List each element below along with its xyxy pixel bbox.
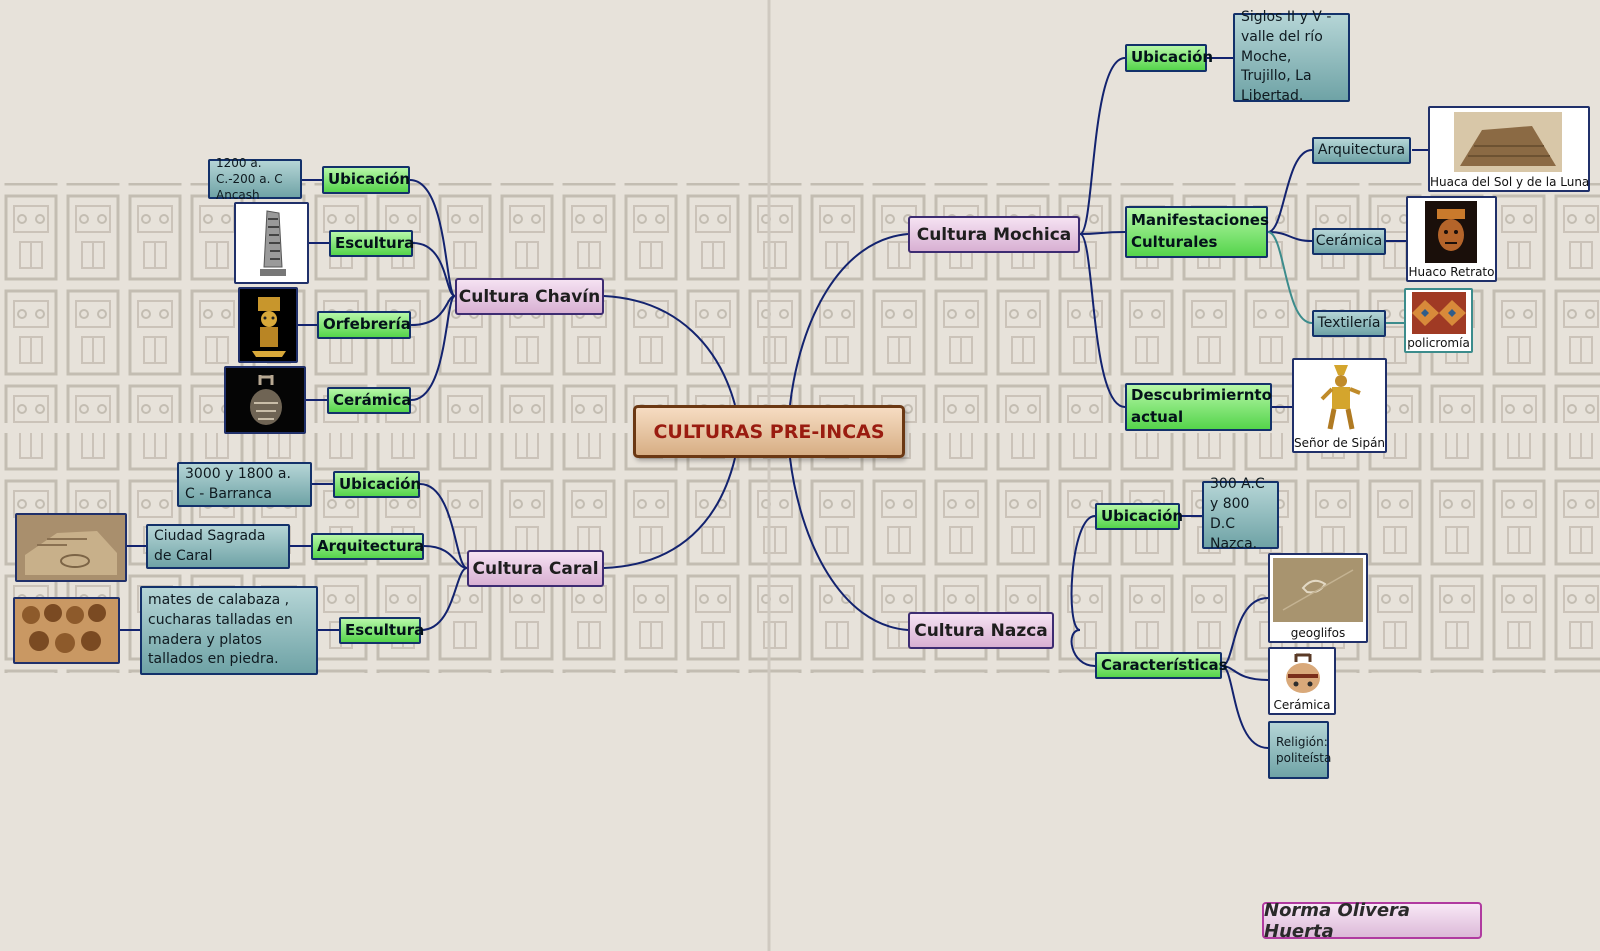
caral-ubicacion-node[interactable]: Ubicación: [333, 471, 421, 498]
chavin-sculpture-image[interactable]: [234, 202, 309, 284]
nazca-ubicacion-node[interactable]: Ubicación: [1095, 503, 1183, 530]
geoglifos-image[interactable]: geoglifos: [1268, 553, 1368, 643]
culture-mochica-node[interactable]: Cultura Mochica: [908, 216, 1080, 253]
chavin-ubicacion-node[interactable]: Ubicación: [322, 166, 410, 194]
chavin-escultura-node[interactable]: Escultura: [329, 230, 414, 257]
mochica-ceramica-node[interactable]: Cerámica: [1312, 228, 1386, 255]
mochica-ubicacion-node[interactable]: Ubicación: [1125, 44, 1213, 72]
nazca-ceramica-caption: Cerámica: [1273, 698, 1331, 712]
gold-figure-icon: [252, 297, 286, 357]
caral-crafts-image[interactable]: [13, 597, 120, 664]
culture-chavin-node[interactable]: Cultura Chavín: [455, 278, 604, 315]
nazca-caracteristicas-node[interactable]: Características: [1095, 652, 1228, 679]
nazca-ubicacion-detail[interactable]: 300 A.C y 800 D.C Nazca.: [1202, 476, 1279, 552]
policromia-caption: policromía: [1407, 336, 1470, 350]
stirrup-vessel-icon: [250, 375, 282, 425]
chavin-goldwork-image[interactable]: [238, 287, 298, 363]
mochica-arquitectura-node[interactable]: Arquitectura: [1312, 137, 1411, 164]
caral-escultura-node[interactable]: Escultura: [339, 617, 424, 644]
senor-sipan-caption: Señor de Sipán: [1294, 436, 1386, 450]
mochica-ubicacion-detail[interactable]: Siglos II y V - valle del río Moche, Tru…: [1233, 9, 1350, 104]
central-topic[interactable]: CULTURAS PRE-INCAS: [633, 405, 905, 458]
nazca-vessel-icon: [1286, 653, 1320, 693]
culture-caral-node[interactable]: Cultura Caral: [467, 550, 604, 587]
chavin-orfebreria-node[interactable]: Orfebrería: [317, 311, 411, 339]
nazca-religion-node[interactable]: Religión: politeísta: [1268, 721, 1331, 779]
caral-escultura-detail[interactable]: mates de calabaza , cucharas talladas en…: [140, 586, 318, 675]
mochica-manifestaciones-node[interactable]: Manifestaciones Culturales: [1125, 206, 1269, 258]
geoglyph-icon: [1273, 558, 1363, 622]
culture-nazca-node[interactable]: Cultura Nazca: [908, 612, 1054, 649]
huaco-retrato-caption: Huaco Retrato: [1408, 265, 1495, 279]
geoglifos-caption: geoglifos: [1290, 626, 1346, 640]
chavin-ceramic-image[interactable]: [224, 366, 306, 434]
gourds-icon: [22, 604, 106, 653]
huaca-caption: Huaca del Sol y de la Luna: [1430, 175, 1590, 189]
mochica-textileria-node[interactable]: Textilería: [1312, 310, 1386, 337]
caral-city-image[interactable]: [15, 513, 127, 582]
chavin-ceramica-node[interactable]: Cerámica: [327, 387, 412, 414]
huaco-retrato-image[interactable]: Huaco Retrato: [1406, 196, 1497, 282]
pyramid-ruins-icon: [17, 515, 125, 580]
senor-sipan-image[interactable]: Señor de Sipán: [1292, 358, 1387, 453]
chavin-ubicacion-detail[interactable]: 1200 a. C.-200 a. C Ancash: [208, 156, 302, 202]
caral-arquitectura-detail[interactable]: Ciudad Sagrada de Caral: [146, 524, 290, 569]
author-label[interactable]: Norma Olivera Huerta: [1262, 900, 1482, 942]
huaca-image[interactable]: Huaca del Sol y de la Luna: [1428, 106, 1590, 192]
mochica-descubrimiento-node[interactable]: Descubrimiernto actual: [1125, 383, 1272, 431]
textile-pattern-icon: [1412, 292, 1466, 334]
stone-stela-icon: [260, 210, 286, 276]
nazca-ceramica-image[interactable]: Cerámica: [1268, 647, 1336, 715]
policromia-image[interactable]: policromía: [1404, 288, 1473, 353]
huaca-pyramid-icon: [1454, 112, 1562, 172]
caral-ubicacion-detail[interactable]: 3000 y 1800 a. C - Barranca: [177, 462, 312, 507]
portrait-vessel-icon: [1425, 201, 1477, 263]
lord-of-sipan-icon: [1320, 365, 1361, 430]
caral-arquitectura-node[interactable]: Arquitectura: [311, 533, 424, 560]
